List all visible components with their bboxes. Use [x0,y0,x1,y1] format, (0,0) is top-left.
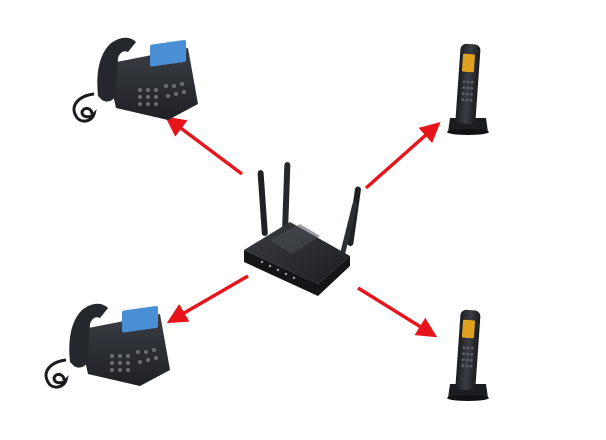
handset-cradle-shadow [447,395,489,401]
phone-base [106,48,198,120]
phone-keypad [110,348,158,372]
router-body-top [244,222,350,284]
phone-screen [122,305,158,333]
phone-keypad [138,82,186,106]
router-status-leds [260,260,296,280]
desk-phone-icon [72,37,198,123]
router-icon [244,162,361,296]
phone-screen [150,39,186,67]
cordless-handset-icon [447,309,489,401]
router-antenna [257,170,268,237]
phone-base [78,314,170,386]
router-top-stripe [270,224,320,254]
arrow-to-bottom-right-handset [357,286,438,338]
router-antenna [282,162,291,233]
phone-cord [72,92,97,123]
connection-arrows [165,116,441,338]
phone-handset [97,37,136,102]
desk-phone-icon [44,303,170,389]
arrow-to-top-right-handset [364,121,441,190]
handset-keypad [461,346,474,368]
router-antenna [338,201,358,263]
phone-handset [69,303,108,368]
arrow-to-top-left-phone [165,116,244,176]
arrow-to-bottom-left-phone [166,274,249,324]
phone-cord [44,358,69,389]
handset-keypad [461,80,474,102]
cordless-handset-icon [447,43,489,135]
router-body-side [244,250,350,296]
handset-screen [461,53,475,73]
handset-cradle-shadow [447,129,489,135]
handset-screen [461,319,475,339]
